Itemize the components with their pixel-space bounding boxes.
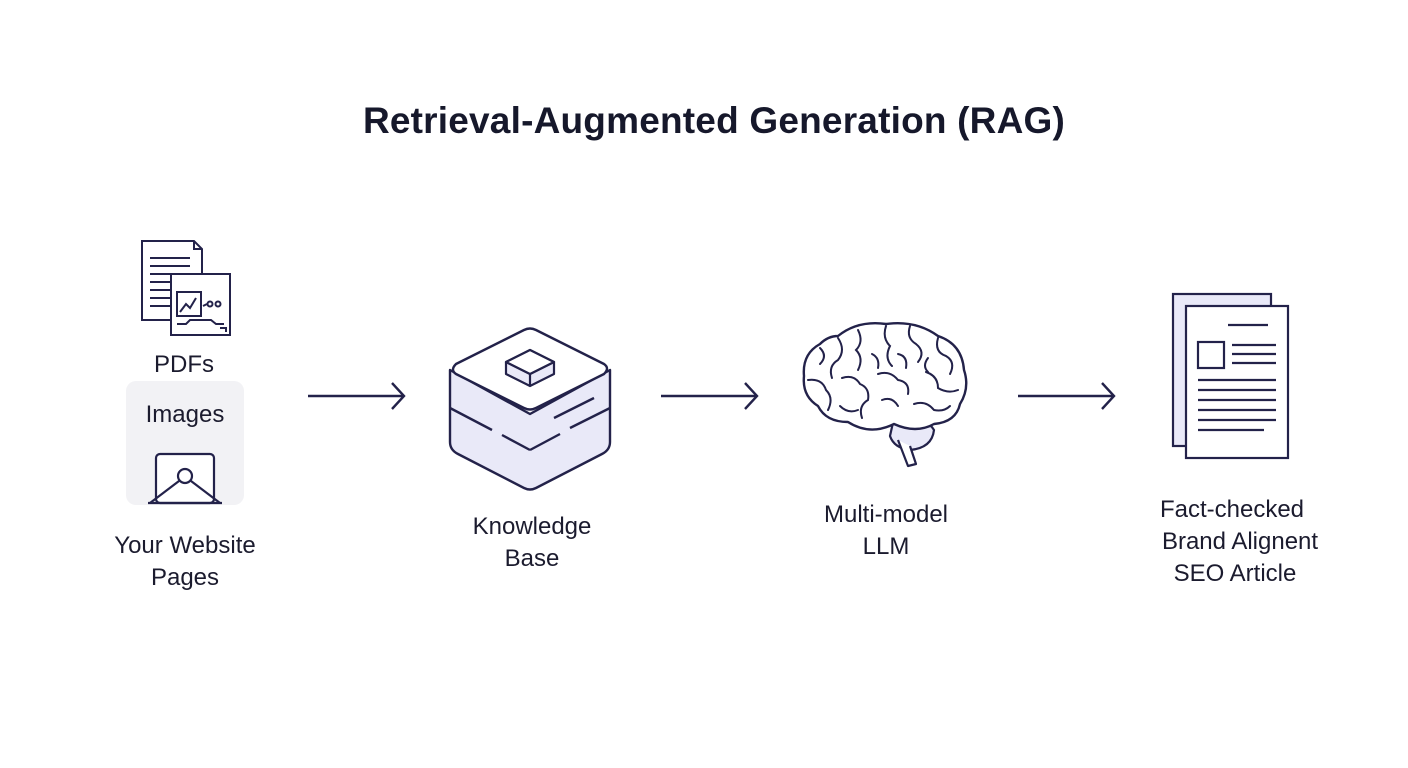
images-label: Images [145, 401, 225, 428]
knowledge-base-cube-icon [448, 327, 612, 491]
diagram-title: Retrieval-Augmented Generation (RAG) [362, 100, 1066, 141]
output-article-label: Fact-checked Brand Alignent SEO Article [1159, 496, 1319, 587]
image-icon [148, 452, 222, 505]
arrow-right-icon [1018, 382, 1116, 410]
knowledge-base-label: Knowledge Base [472, 513, 592, 572]
llm-label: Multi-model LLM [823, 501, 949, 560]
website-pages-label: Your Website Pages [114, 532, 256, 591]
pdfs-label: PDFs [154, 351, 214, 378]
brain-icon [802, 322, 968, 468]
article-document-icon [1171, 292, 1290, 460]
arrow-right-icon [308, 382, 406, 410]
arrow-right-icon [661, 382, 759, 410]
pdf-documents-icon [141, 240, 231, 336]
